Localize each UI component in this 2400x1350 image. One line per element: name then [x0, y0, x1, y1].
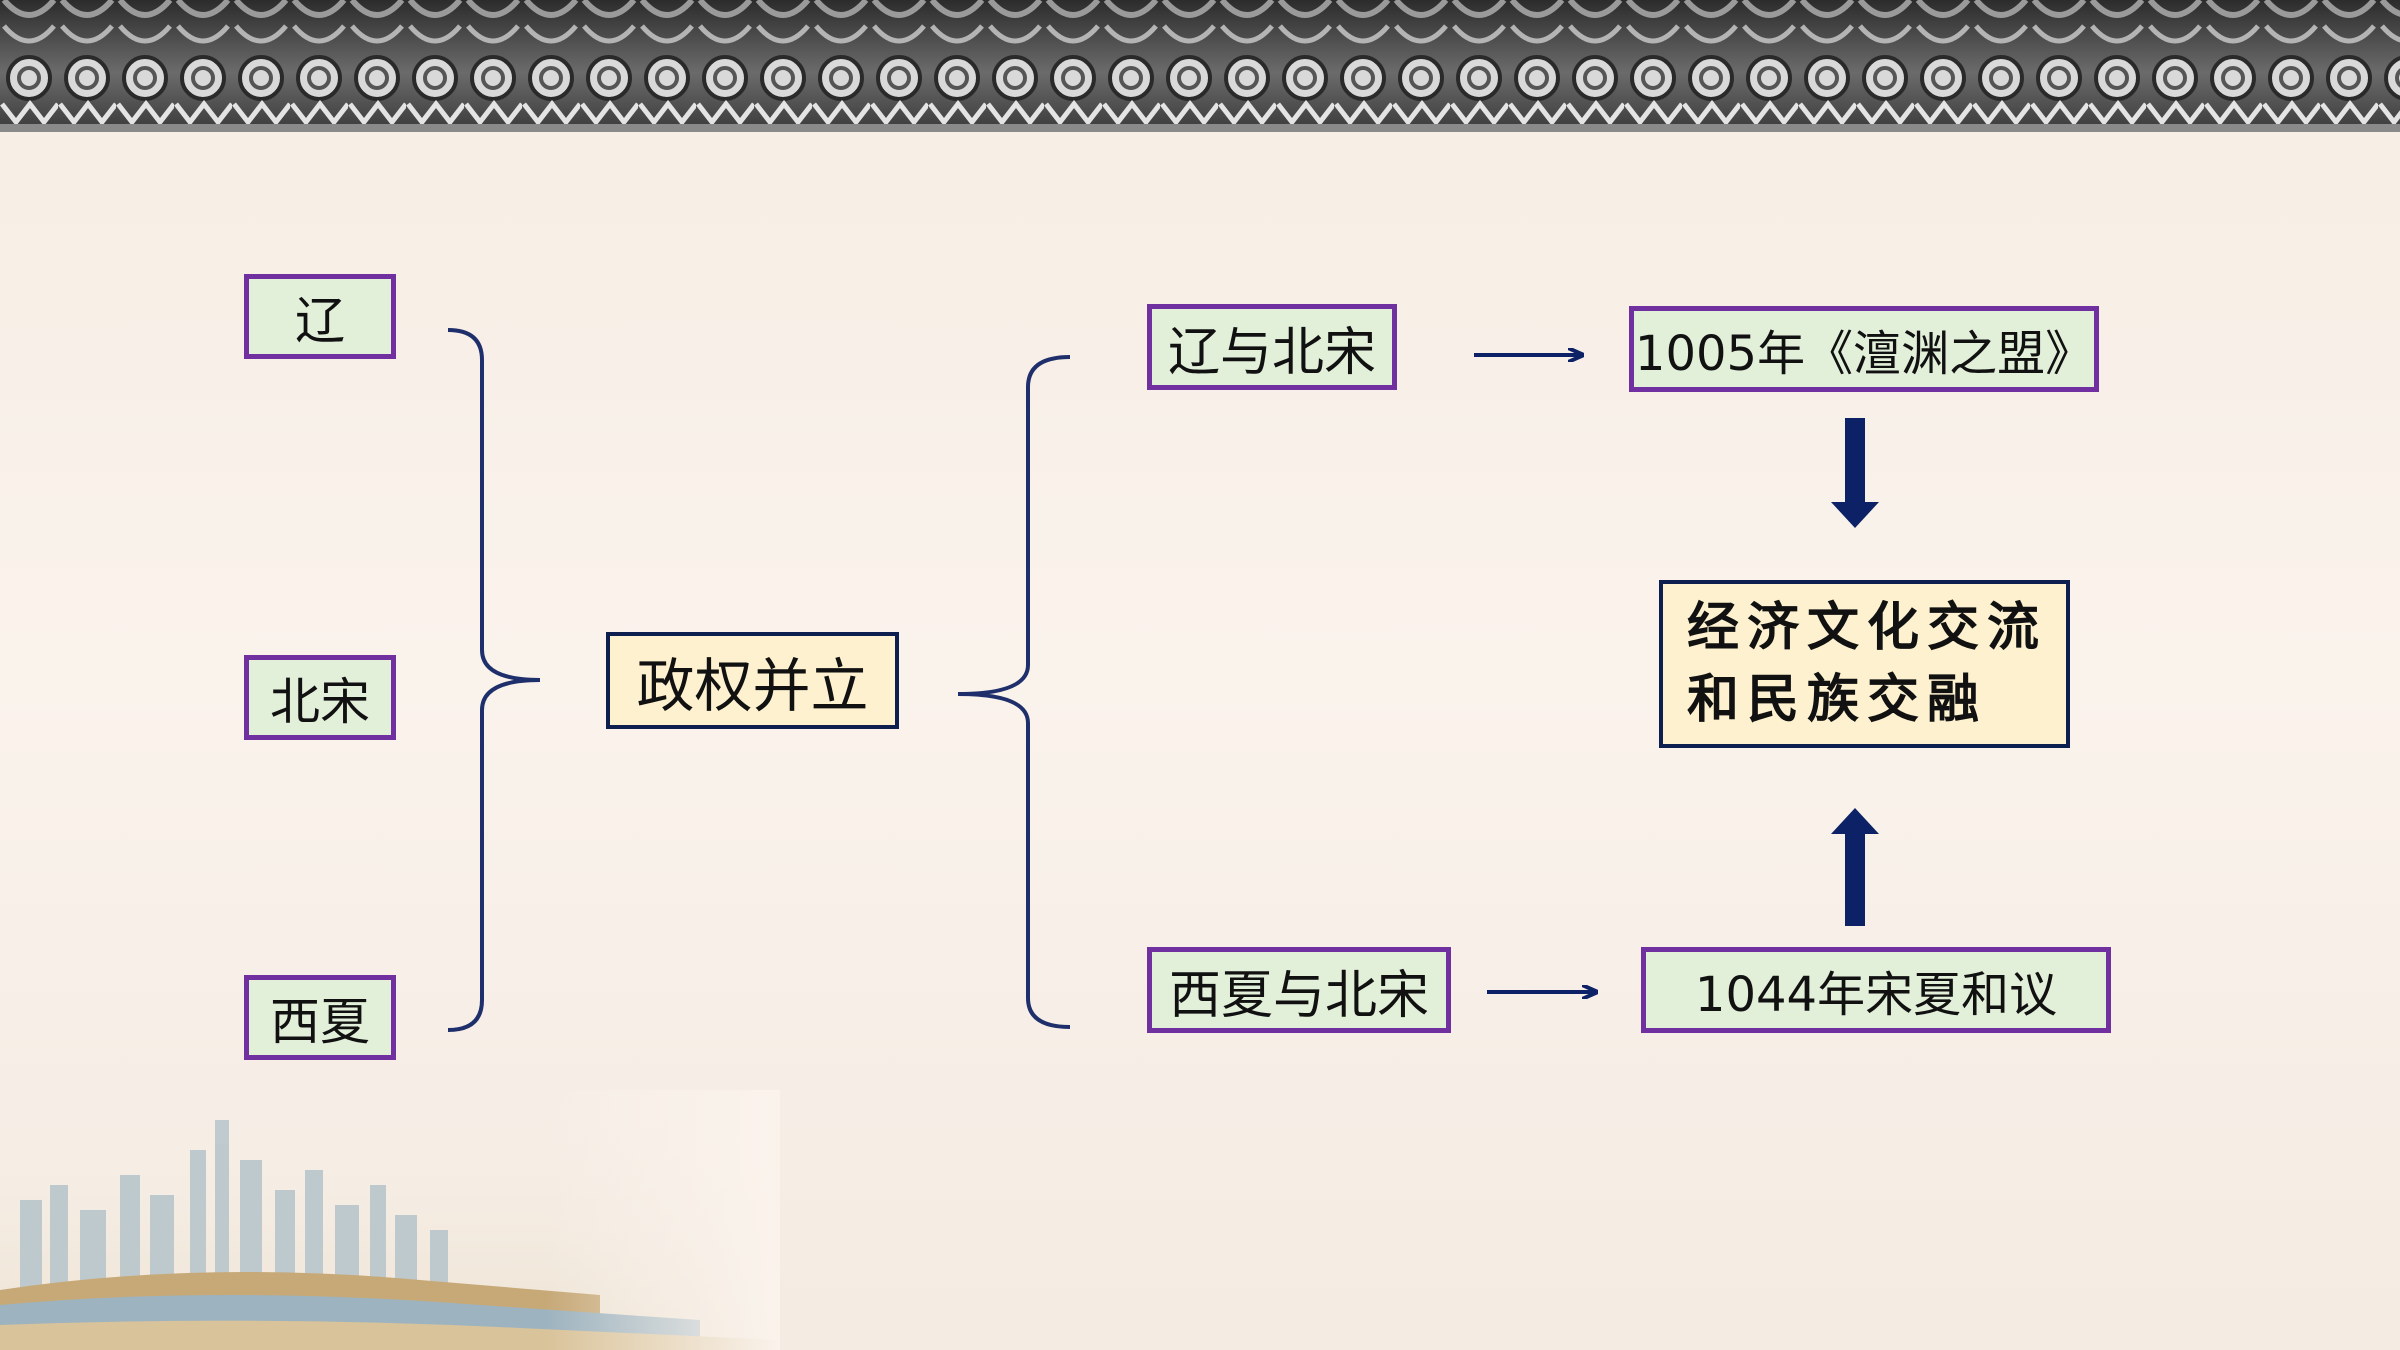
- state-box-liao: 辽: [244, 274, 396, 359]
- arrow-down-to-result: [1831, 418, 1879, 528]
- state-box-beisong: 北宋: [244, 655, 396, 740]
- result-line-1: 经济文化交流: [1687, 597, 2048, 658]
- state-label-beisong: 北宋: [270, 672, 370, 731]
- relation-box-liao-song: 辽与北宋: [1147, 304, 1397, 390]
- result-line-2: 和民族交融: [1687, 669, 1988, 730]
- right-brace: [957, 355, 1071, 1029]
- city-skyline-image: [0, 1090, 780, 1350]
- center-box-coexisting-regimes: 政权并立: [606, 632, 899, 729]
- center-label: 政权并立: [636, 651, 869, 720]
- arrow-up-to-result: [1831, 808, 1879, 926]
- event-label-1044: 1044年宋夏和议: [1694, 967, 2058, 1023]
- event-box-1044: 1044年宋夏和议: [1641, 947, 2111, 1033]
- left-brace: [447, 328, 541, 1032]
- state-box-xixia: 西夏: [244, 975, 396, 1060]
- result-box-exchange-integration: 经济文化交流 和民族交融: [1659, 580, 2070, 748]
- relation-label-xia-song: 西夏与北宋: [1168, 965, 1429, 1026]
- relation-box-xia-song: 西夏与北宋: [1147, 947, 1451, 1033]
- event-box-1005: 1005年《澶渊之盟》: [1629, 306, 2099, 392]
- roof-tiles-banner: [0, 0, 2400, 132]
- relation-label-liao-song: 辽与北宋: [1167, 322, 1376, 383]
- state-label-xixia: 西夏: [270, 992, 370, 1051]
- event-label-1005: 1005年《澶渊之盟》: [1634, 326, 2094, 382]
- state-label-liao: 辽: [295, 291, 345, 350]
